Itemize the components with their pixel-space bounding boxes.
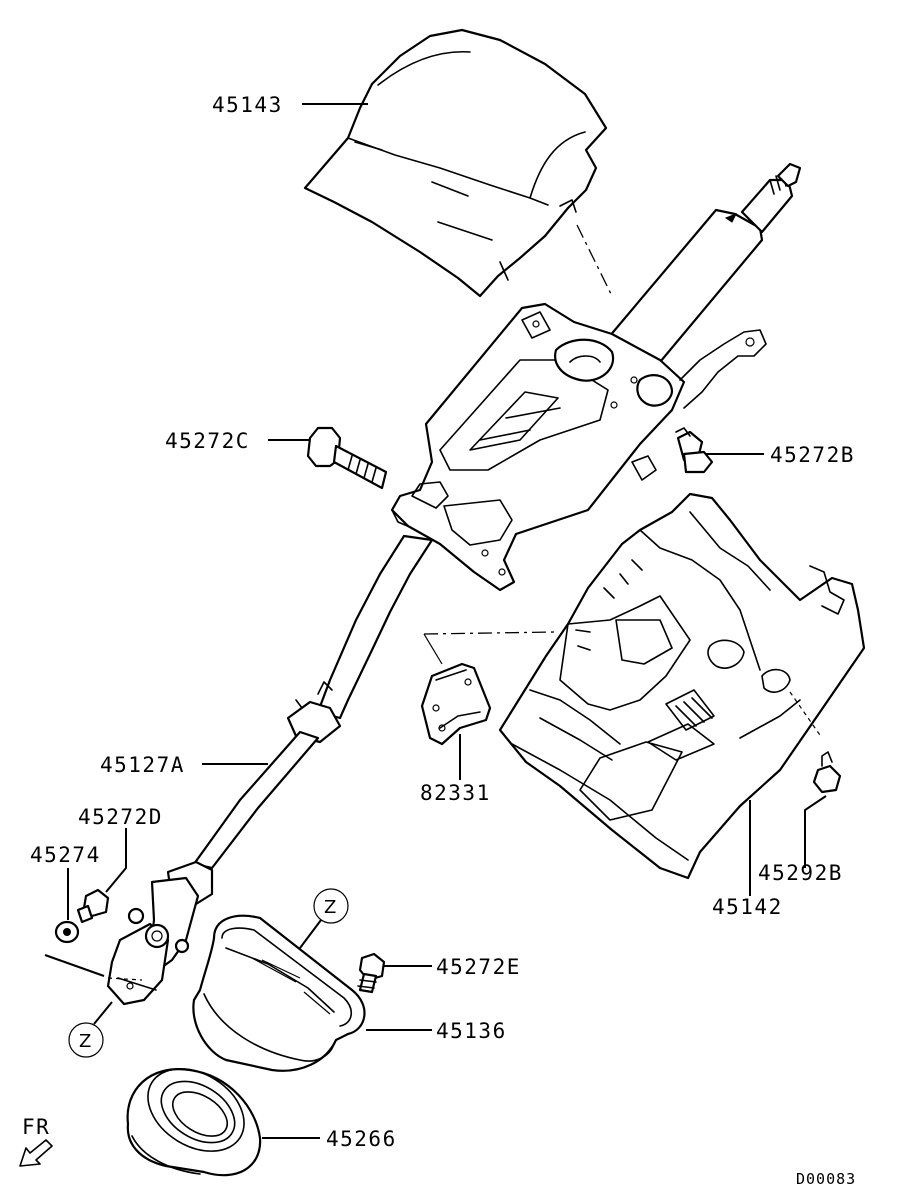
lower-column-cover[interactable]: [498, 492, 866, 880]
bolt-45272B[interactable]: [675, 427, 714, 474]
alignment-line-bracket-drop: [423, 633, 443, 665]
detail-marker-z-lower[interactable]: Z: [68, 1022, 104, 1058]
detail-marker-z-lower-text: Z: [79, 1031, 91, 1052]
bolt-45272E[interactable]: [357, 952, 386, 994]
alignment-line-nut-to-joint: [44, 954, 105, 977]
detail-marker-z-upper[interactable]: Z: [313, 888, 349, 924]
alignment-line-screw-to-cover: [789, 691, 823, 739]
front-direction-label: FR: [22, 1115, 50, 1139]
universal-joint[interactable]: [106, 876, 200, 1006]
leader-45292B: [804, 795, 827, 868]
steering-column-bracket[interactable]: [390, 302, 767, 592]
intermediate-steering-shaft[interactable]: [166, 534, 434, 906]
label-45272B: 45272B: [770, 443, 855, 467]
nut-45274[interactable]: [54, 920, 80, 944]
label-45272E: 45272E: [436, 955, 521, 979]
screw-45292B[interactable]: [812, 751, 842, 794]
bracket-82331[interactable]: [420, 662, 492, 746]
label-45272D: 45272D: [78, 805, 163, 829]
alignment-line-bracket-to-lower-cover: [423, 631, 557, 635]
alignment-line-cover-to-shaft: [576, 224, 613, 297]
boot-seal-45266[interactable]: [126, 1052, 262, 1177]
leader-detail-z-upper: [299, 919, 322, 949]
label-82331: 82331: [420, 781, 491, 805]
bolt-45272D[interactable]: [76, 888, 110, 924]
label-45274: 45274: [30, 843, 101, 867]
label-45143: 45143: [212, 93, 283, 117]
label-45292B: 45292B: [758, 861, 843, 885]
detail-marker-z-upper-text: Z: [324, 897, 336, 918]
front-direction-indicator: FR: [19, 1115, 53, 1167]
upper-column-cover[interactable]: [303, 28, 608, 298]
front-arrow-icon: [19, 1139, 53, 1167]
column-boot-45136[interactable]: [192, 914, 366, 1072]
leader-45272D: [105, 828, 127, 893]
leader-detail-z-lower: [93, 1001, 113, 1025]
label-45272C: 45272C: [165, 429, 250, 453]
label-45127A: 45127A: [100, 753, 185, 777]
label-45136: 45136: [436, 1019, 507, 1043]
label-45266: 45266: [326, 1127, 397, 1151]
alignment-dash-nut-to-joint: [107, 977, 143, 981]
bolt-45272C[interactable]: [306, 426, 388, 490]
label-45142: 45142: [712, 895, 783, 919]
diagram-code: D00083: [796, 1170, 856, 1187]
